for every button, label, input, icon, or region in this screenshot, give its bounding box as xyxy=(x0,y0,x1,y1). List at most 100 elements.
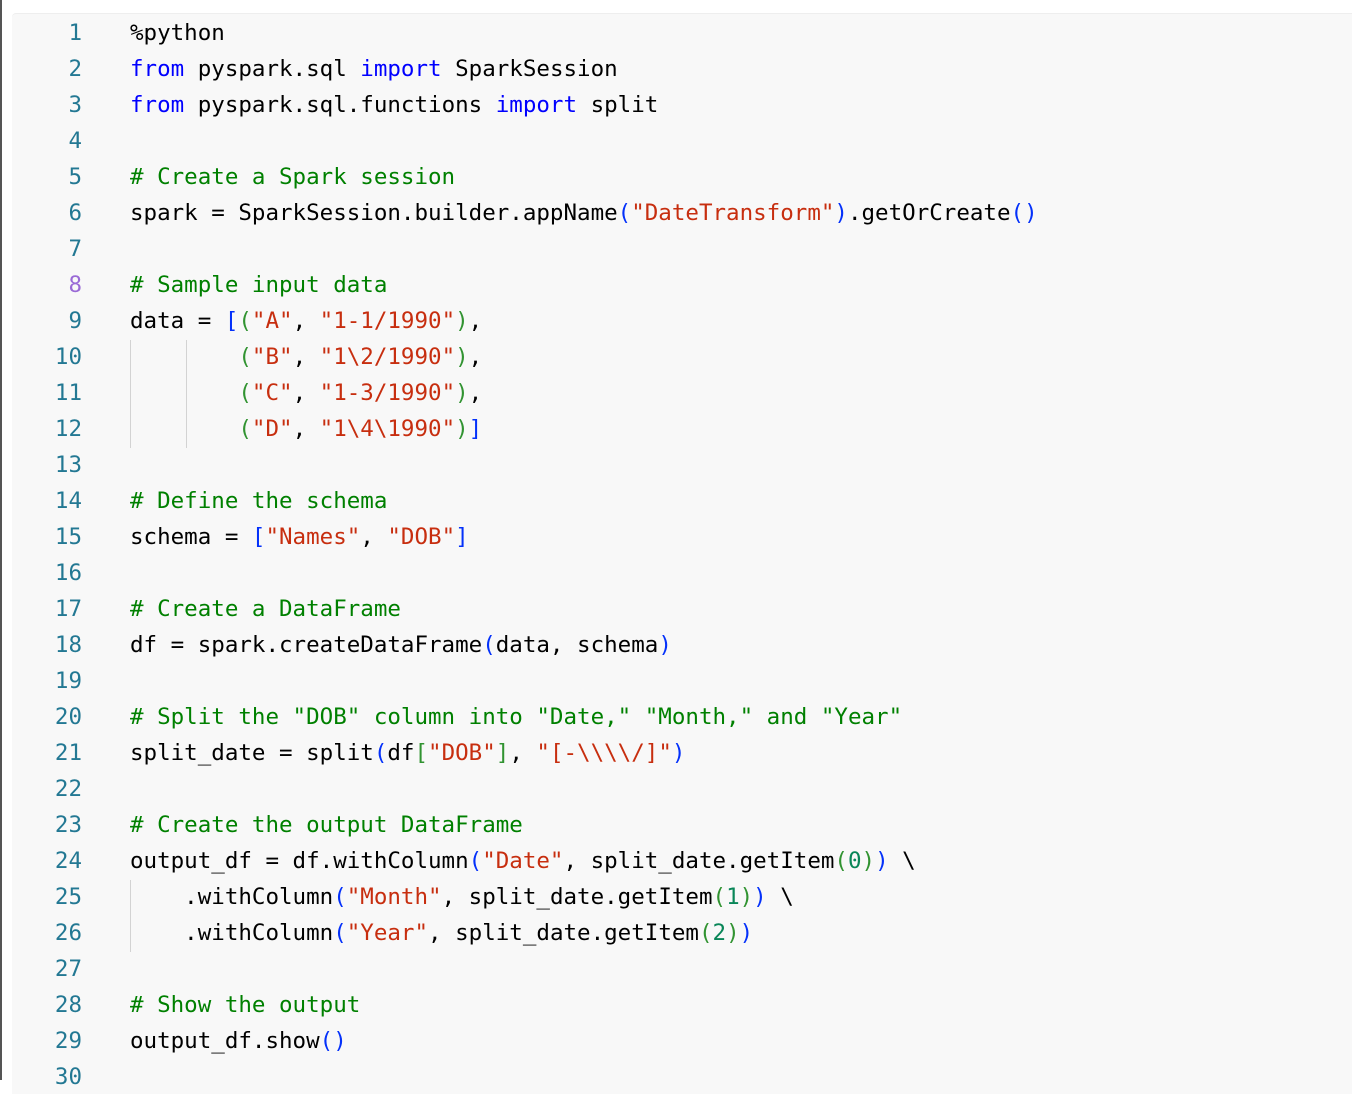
code-line[interactable]: 14# Define the schema xyxy=(12,483,1352,519)
code-line[interactable]: 23 # Create the output DataFrame xyxy=(12,807,1352,843)
code-line[interactable]: 17 # Create a DataFrame xyxy=(12,591,1352,627)
code-token: data = xyxy=(130,308,225,334)
code-token: "1-3/1990" xyxy=(319,380,456,406)
code-text[interactable]: from pyspark.sql.functions import split xyxy=(130,87,658,123)
code-token: ( xyxy=(468,848,483,874)
code-token: , split_date.getItem xyxy=(428,920,699,946)
code-token: "1-1/1990" xyxy=(319,308,456,334)
line-number: 23 xyxy=(54,812,82,838)
code-text[interactable]: spark = SparkSession.builder.appName("Da… xyxy=(130,195,1038,231)
code-text[interactable]: .withColumn("Month", split_date.getItem(… xyxy=(130,879,794,915)
code-token: .withColumn xyxy=(130,920,334,946)
code-token: [ xyxy=(414,740,429,766)
line-number: 15 xyxy=(54,524,82,550)
code-text[interactable]: # Create a DataFrame xyxy=(130,591,401,627)
code-line[interactable]: 27 xyxy=(12,951,1352,987)
line-number: 20 xyxy=(54,704,82,730)
code-token: , xyxy=(292,344,320,370)
code-line[interactable]: 19 xyxy=(12,663,1352,699)
code-token: df = spark.createDataFrame xyxy=(130,632,483,658)
code-text[interactable]: # Show the output xyxy=(130,987,360,1023)
code-line[interactable]: 12 ("D", "1\4\1990")] xyxy=(12,411,1352,447)
code-text[interactable]: df = spark.createDataFrame(data, schema) xyxy=(130,627,672,663)
indent-guide xyxy=(186,340,187,448)
window-left-border xyxy=(0,0,2,1080)
code-line[interactable]: 25 .withColumn("Month", split_date.getIt… xyxy=(12,879,1352,915)
code-token: "Names" xyxy=(265,524,361,550)
code-token: ) xyxy=(455,380,469,406)
code-line[interactable]: 16 xyxy=(12,555,1352,591)
code-text[interactable]: # Sample input data xyxy=(130,267,387,303)
code-line[interactable]: 1%python xyxy=(12,15,1352,51)
code-text[interactable]: # Define the schema xyxy=(130,483,387,519)
code-line[interactable]: 4 xyxy=(12,123,1352,159)
code-token: pyspark.sql.functions xyxy=(184,92,496,118)
code-token: ] xyxy=(455,524,469,550)
code-token xyxy=(130,416,238,442)
code-line[interactable]: 30 xyxy=(12,1059,1352,1095)
code-token: # Split the "DOB" column into "Date," "M… xyxy=(130,704,903,730)
code-line[interactable]: 11 ("C", "1-3/1990"), xyxy=(12,375,1352,411)
code-text[interactable]: .withColumn("Year", split_date.getItem(2… xyxy=(130,915,753,951)
line-number: 12 xyxy=(54,416,82,442)
code-line[interactable]: 5# Create a Spark session xyxy=(12,159,1352,195)
code-text[interactable]: # Create the output DataFrame xyxy=(130,807,523,843)
code-line[interactable]: 26 .withColumn("Year", split_date.getIte… xyxy=(12,915,1352,951)
code-text[interactable]: %python xyxy=(130,15,225,51)
code-token: ) xyxy=(861,848,876,874)
code-token: ( xyxy=(373,740,388,766)
code-token: # Create the output DataFrame xyxy=(130,812,523,838)
code-line[interactable]: 13 xyxy=(12,447,1352,483)
code-text[interactable]: data = [("A", "1-1/1990"), xyxy=(130,303,482,339)
code-token: , xyxy=(509,740,537,766)
code-text[interactable]: ("D", "1\4\1990")] xyxy=(130,411,482,447)
code-text[interactable]: # Split the "DOB" column into "Date," "M… xyxy=(130,699,902,735)
line-number: 4 xyxy=(68,128,82,154)
code-token: ( xyxy=(333,920,347,946)
code-token xyxy=(130,380,238,406)
code-text[interactable]: ("C", "1-3/1990"), xyxy=(130,375,482,411)
code-token: () xyxy=(319,1028,347,1054)
line-number: 17 xyxy=(54,596,82,622)
code-text[interactable]: output_df = df.withColumn("Date", split_… xyxy=(130,843,916,879)
code-token: "DateTransform" xyxy=(631,200,835,226)
code-token: .withColumn xyxy=(130,884,334,910)
code-token: ( xyxy=(712,884,727,910)
code-token: pyspark.sql xyxy=(184,56,361,82)
code-token: , xyxy=(468,380,483,406)
code-token: , xyxy=(292,308,320,334)
code-line[interactable]: 8# Sample input data xyxy=(12,267,1352,303)
code-text[interactable]: from pyspark.sql import SparkSession xyxy=(130,51,618,87)
code-line[interactable]: 10 ("B", "1\2/1990"), xyxy=(12,339,1352,375)
code-text[interactable]: schema = ["Names", "DOB"] xyxy=(130,519,469,555)
code-line[interactable]: 15 schema = ["Names", "DOB"] xyxy=(12,519,1352,555)
code-token: ( xyxy=(238,416,252,442)
code-line[interactable]: 7 xyxy=(12,231,1352,267)
code-text[interactable]: # Create a Spark session xyxy=(130,159,455,195)
line-number: 10 xyxy=(54,344,82,370)
code-text[interactable]: split_date = split(df["DOB"], "[-\\\\/]"… xyxy=(130,735,685,771)
code-token: from xyxy=(130,92,185,118)
code-token: , split_date.getItem xyxy=(441,884,713,910)
code-token: ] xyxy=(495,740,510,766)
code-line[interactable]: 28# Show the output xyxy=(12,987,1352,1023)
code-token: "A" xyxy=(251,308,293,334)
code-line[interactable]: 20 # Split the "DOB" column into "Date," … xyxy=(12,699,1352,735)
code-token: "DOB" xyxy=(387,524,456,550)
code-token: ( xyxy=(333,884,347,910)
code-text[interactable]: output_df.show() xyxy=(130,1023,347,1059)
code-token: ( xyxy=(698,920,713,946)
code-line[interactable]: 22 xyxy=(12,771,1352,807)
code-token: df xyxy=(387,740,415,766)
code-text[interactable]: ("B", "1\2/1990"), xyxy=(130,339,482,375)
code-token: "Year" xyxy=(346,920,429,946)
